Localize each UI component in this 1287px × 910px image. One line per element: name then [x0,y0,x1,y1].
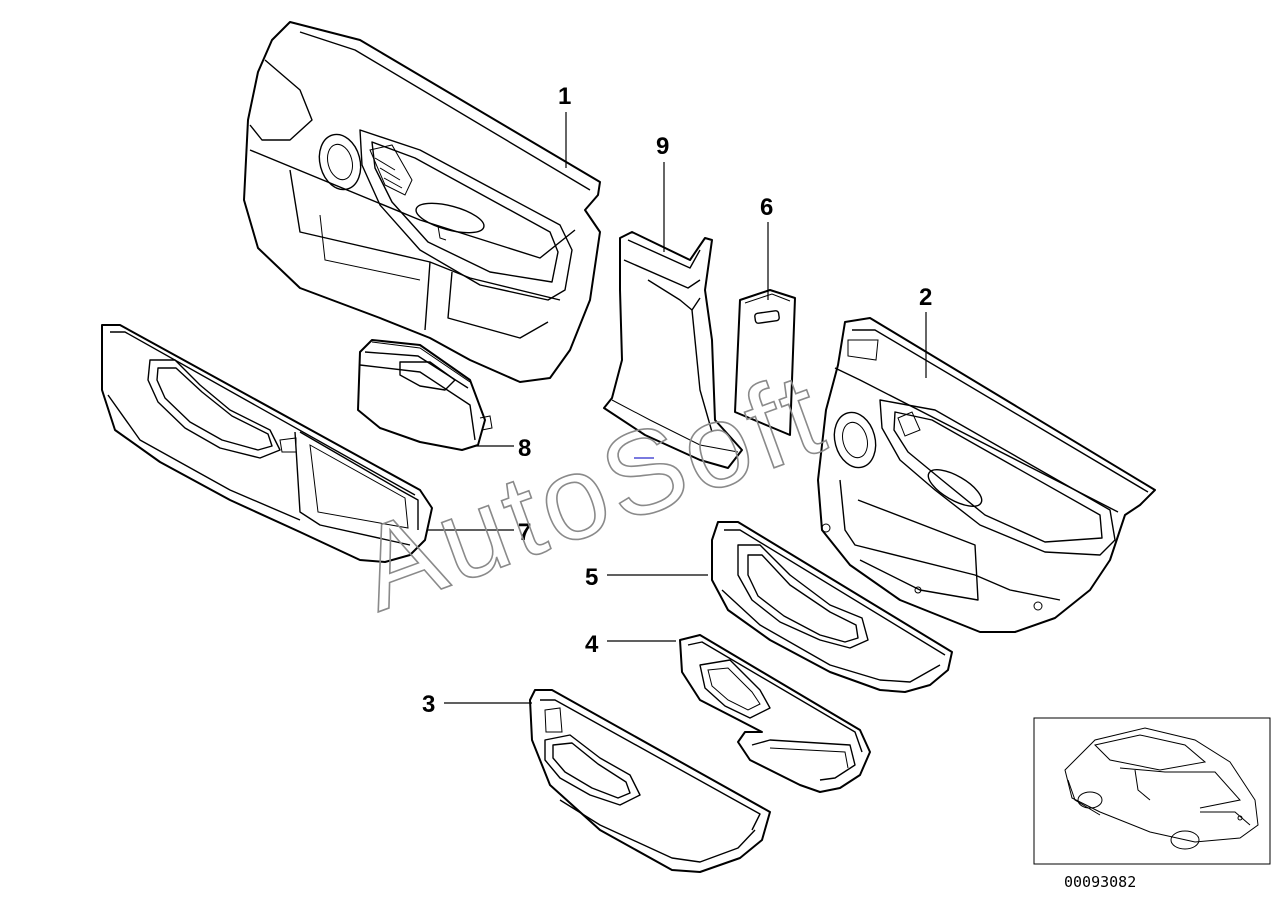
diagram-code: 00093082 [1064,873,1136,891]
callout-6: 6 [760,194,773,221]
callout-8: 8 [518,435,531,462]
callout-3: 3 [422,691,435,718]
leader-lines [428,112,927,704]
callout-9: 9 [656,133,669,160]
callout-4: 4 [585,631,599,658]
callout-labels: 1 2 3 4 5 6 7 8 9 [422,83,932,718]
part-2-rear-door-panel[interactable] [817,317,1156,633]
callout-1: 1 [558,83,571,110]
vehicle-inset [1033,717,1271,865]
part-6-cover-panel[interactable] [734,289,796,436]
part-5-trim-strip[interactable] [711,521,953,693]
part-9-pillar-trim[interactable] [603,231,743,469]
callout-5: 5 [585,564,598,591]
part-3-trim-strip[interactable] [529,689,771,873]
part-4-trim-strip[interactable] [679,634,871,793]
part-1-front-door-panel[interactable] [243,21,601,383]
callout-7: 7 [518,519,531,546]
part-7-lower-trim-panel[interactable] [101,324,433,563]
part-8-storage-pocket[interactable] [357,339,493,451]
car-silhouette-icon [1064,727,1259,850]
callout-2: 2 [919,284,932,311]
